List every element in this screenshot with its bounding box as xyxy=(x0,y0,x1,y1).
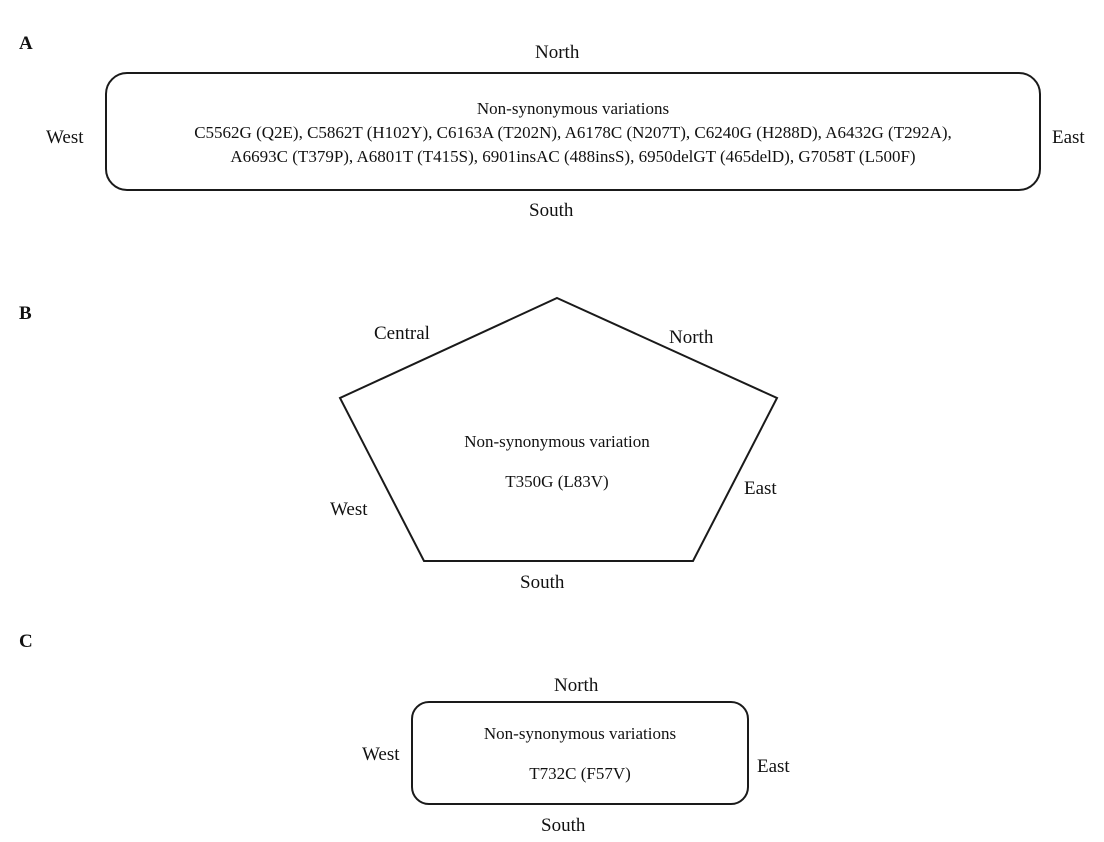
panel-c-heading: Non-synonymous variations xyxy=(483,724,677,743)
panel-a-variations-line-1: C5562G (Q2E), C5862T (H102Y), C6163A (T2… xyxy=(194,123,952,142)
panel-c-box xyxy=(411,701,749,805)
panel-a-heading: Non-synonymous variations xyxy=(476,99,670,118)
panel-a-south-label: South xyxy=(529,200,574,221)
panel-c-variation: T732C (F57V) xyxy=(529,764,631,783)
panel-b-central-label: Central xyxy=(374,323,430,344)
panel-a-west-label: West xyxy=(46,127,84,148)
panel-b-heading: Non-synonymous variation xyxy=(464,432,650,451)
panel-b-north-label: North xyxy=(669,327,714,348)
panel-a-north-label: North xyxy=(535,42,580,63)
panel-a-letter: A xyxy=(19,33,33,54)
panel-c-north-label: North xyxy=(554,675,599,696)
panel-a-variations-line-2: A6693C (T379P), A6801T (T415S), 6901insA… xyxy=(230,147,916,166)
panel-b-pentagon xyxy=(338,296,779,562)
panel-b-east-label: East xyxy=(744,478,777,499)
panel-a-box xyxy=(105,72,1041,191)
panel-c-west-label: West xyxy=(362,744,400,765)
panel-c-east-label: East xyxy=(757,756,790,777)
panel-b-south-label: South xyxy=(520,572,565,593)
panel-c-south-label: South xyxy=(541,815,586,836)
panel-b-letter: B xyxy=(19,303,32,324)
panel-a-east-label: East xyxy=(1052,127,1085,148)
panel-b-west-label: West xyxy=(330,499,368,520)
panel-b-variation: T350G (L83V) xyxy=(505,472,609,491)
panel-c-letter: C xyxy=(19,631,33,652)
